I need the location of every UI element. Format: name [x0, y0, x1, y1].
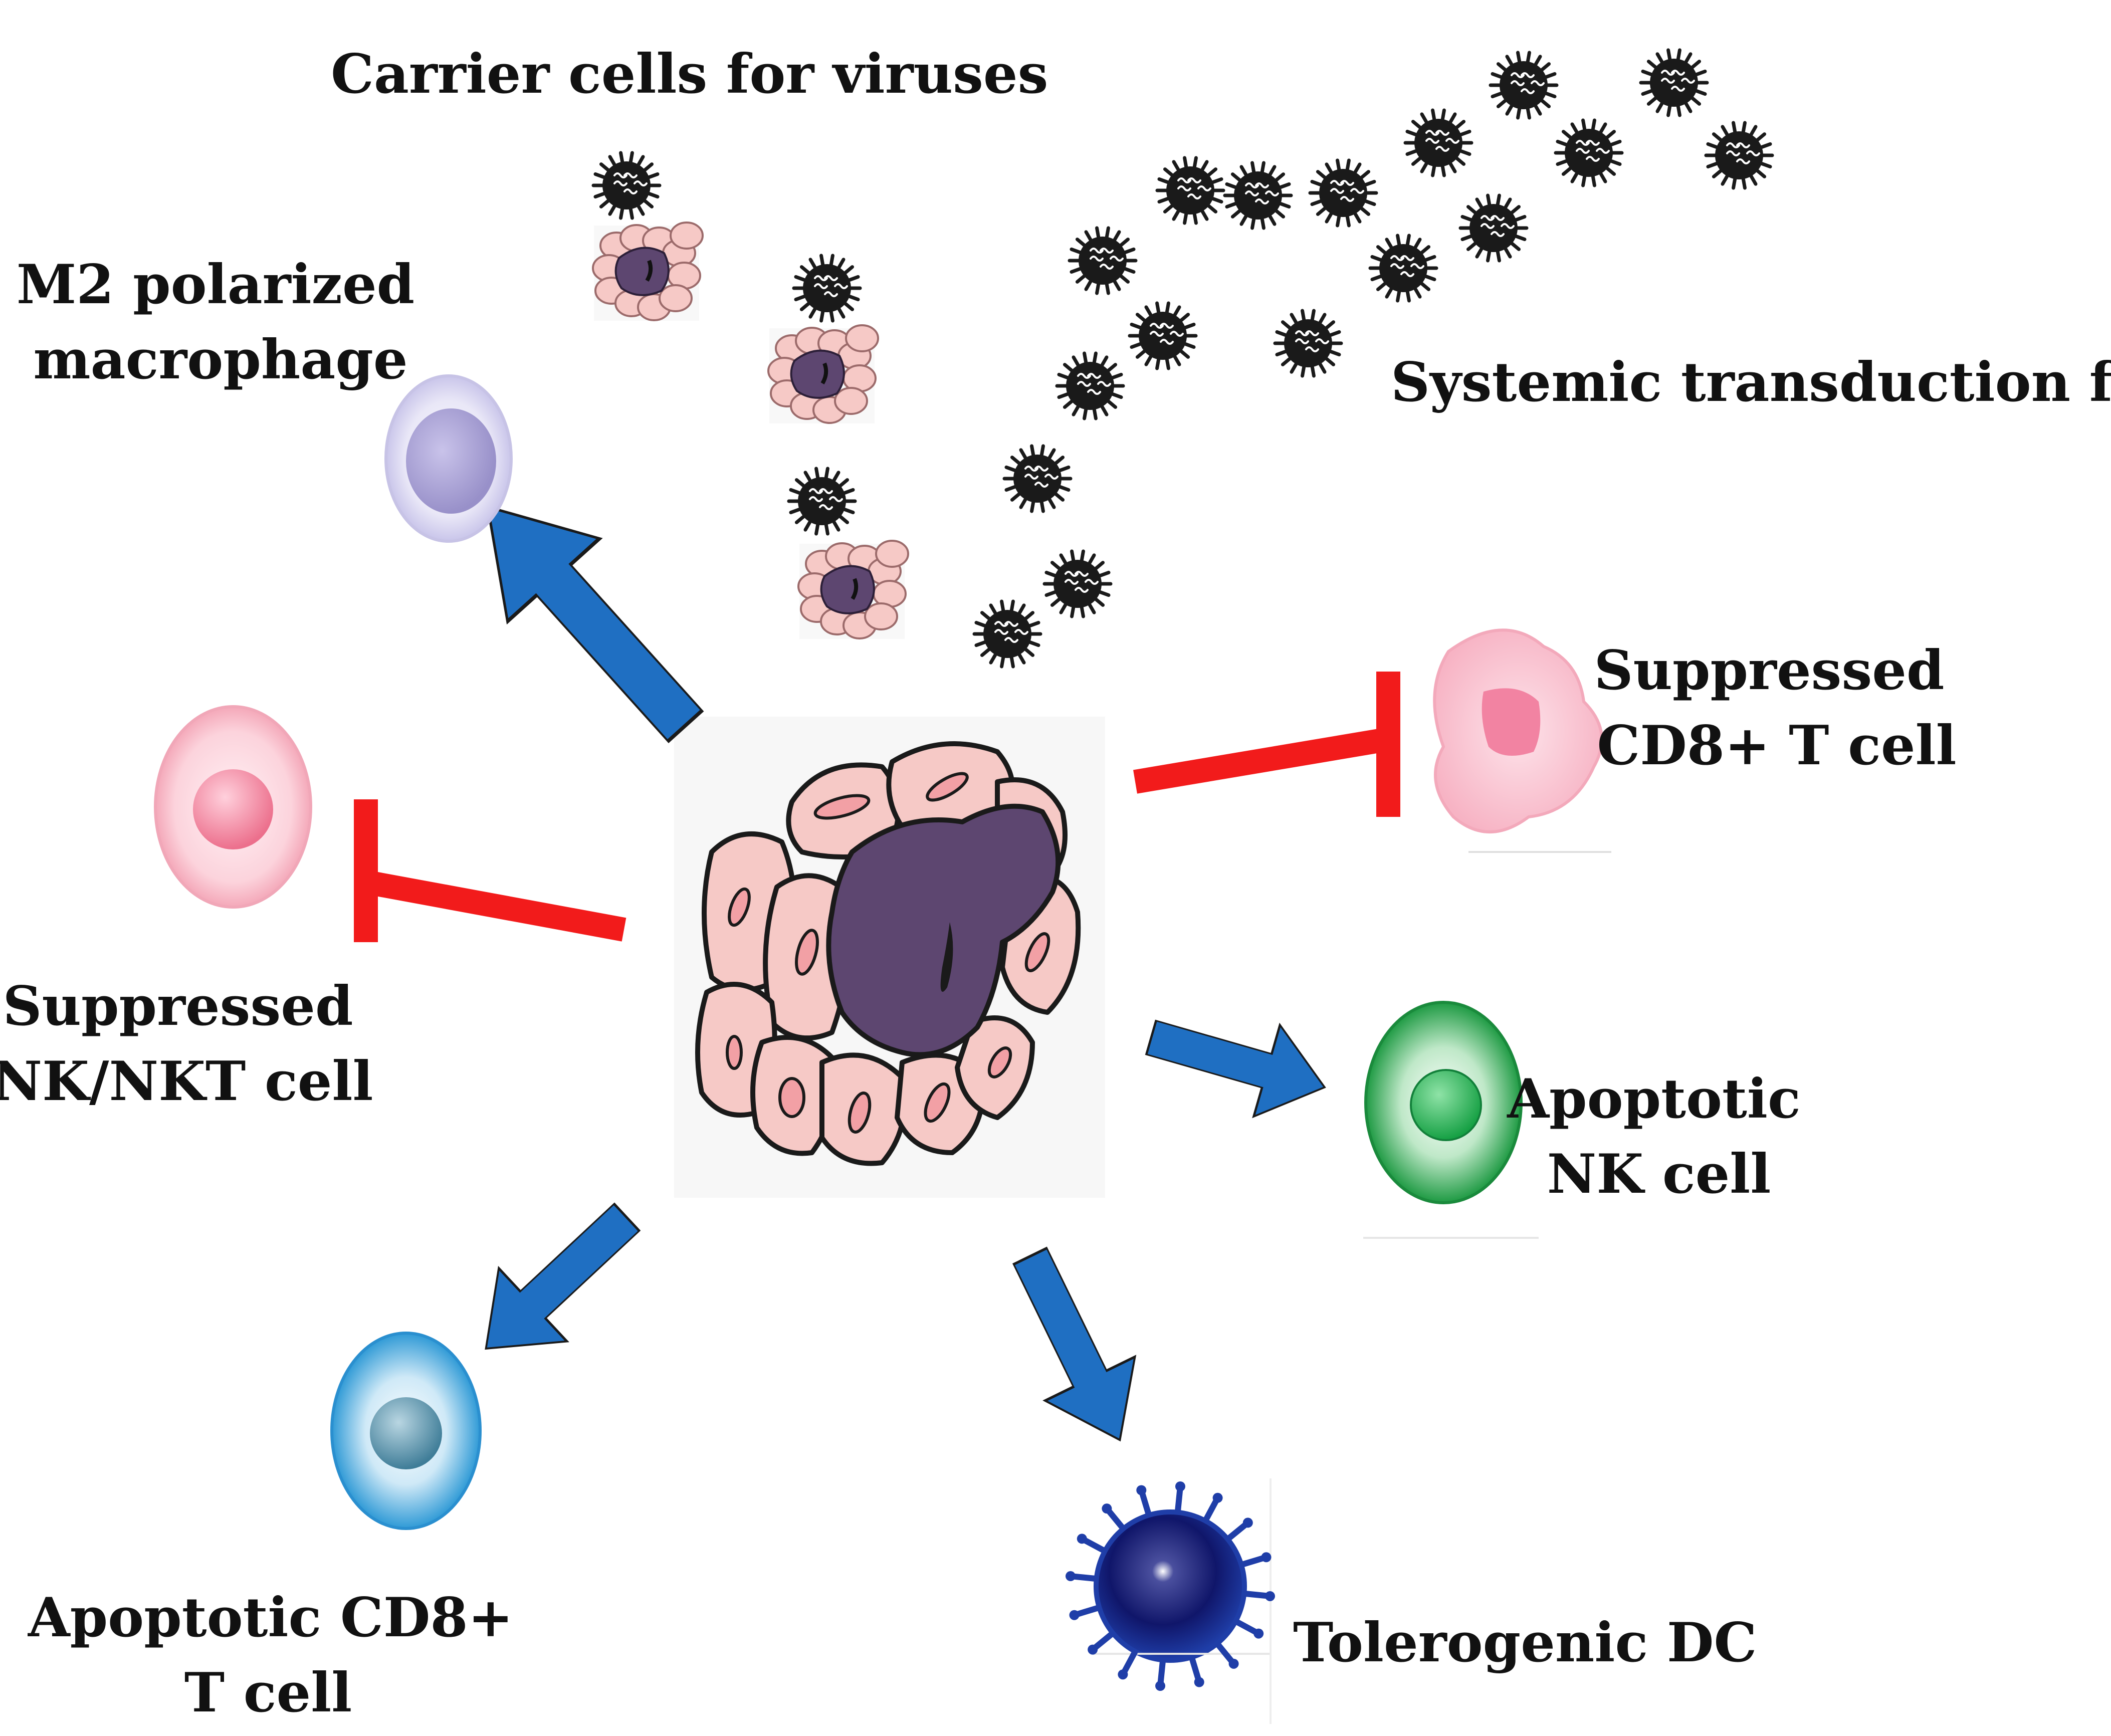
virus-icon: [1273, 309, 1343, 378]
label-nknkt-line1: Suppressed: [3, 975, 353, 1038]
label-m2-line2: macrophage: [33, 328, 407, 391]
virus-icon: [972, 599, 1042, 669]
carrier-cell-icon: [797, 540, 909, 639]
inhibit-symbols: [354, 672, 1400, 942]
m2-macrophage-cell: [384, 374, 513, 543]
virus-icon: [1489, 51, 1559, 120]
virus-icon: [792, 254, 862, 323]
label-apoptotic-nk-line2: NK cell: [1547, 1143, 1771, 1206]
arrow-to-m2-macrophage: [486, 505, 704, 743]
virus-icon: [1554, 118, 1624, 187]
promote-arrows: [485, 505, 1326, 1442]
arrow-to-apoptotic-nk-cell: [1145, 1019, 1326, 1119]
arrow-to-tolerogenic-dc: [1012, 1246, 1137, 1442]
label-carrier-cells: Carrier cells for viruses: [331, 43, 1048, 106]
virus-icon: [787, 467, 857, 536]
label-m2-line1: M2 polarized: [17, 253, 414, 316]
label-tolerogenic-dc: Tolerogenic DC: [1293, 1611, 1757, 1674]
inhibit-nk-nkt-cell: [354, 799, 626, 942]
virus-icon: [1458, 193, 1529, 263]
label-apoptotic-nk-line1: Apoptotic: [1507, 1067, 1800, 1131]
tolerogenic-dc-cell: [1065, 1478, 1276, 1724]
virus-icon: [591, 151, 662, 220]
inhibit-cd8-t-cell: [1133, 672, 1400, 817]
label-apoptotic-cd8-line2: T cell: [184, 1661, 352, 1724]
virus-icon: [1639, 48, 1709, 117]
virus-group: [591, 48, 1774, 669]
virus-icon: [1002, 444, 1073, 513]
arrow-to-apoptotic-cd8-t-cell: [485, 1202, 641, 1350]
tumor-cluster: [674, 717, 1105, 1198]
label-cd8-suppressed-line2: CD8+ T cell: [1597, 714, 1956, 777]
label-cd8-suppressed-line1: Suppressed: [1594, 639, 1945, 702]
virus-icon: [1368, 234, 1438, 303]
carrier-cell-group: [592, 222, 909, 639]
suppressed-cd8-t-cell: [1433, 628, 1611, 853]
label-apoptotic-cd8-line1: Apoptotic CD8+: [28, 1586, 513, 1649]
label-systemic-transduction: Systemic transduction for viruses: [1391, 351, 2111, 414]
apoptotic-cd8-t-cell: [330, 1332, 482, 1530]
virus-icon: [1128, 301, 1198, 370]
virus-icon: [1068, 226, 1138, 295]
virus-icon: [1155, 156, 1225, 225]
virus-icon: [1223, 161, 1293, 230]
virus-icon: [1308, 158, 1378, 228]
carrier-cell-icon: [767, 324, 879, 424]
apoptotic-nk-cell: [1363, 1001, 1539, 1239]
virus-icon: [1055, 351, 1125, 420]
virus-icon: [1042, 549, 1113, 618]
virus-icon: [1403, 108, 1473, 177]
label-nknkt-line2: NK/NKT cell: [0, 1050, 373, 1113]
suppressed-nk-nkt-cell: [154, 705, 312, 909]
labels: Carrier cells for viruses Systemic trans…: [0, 43, 2111, 1724]
virus-icon: [1704, 121, 1774, 190]
carrier-cell-icon: [592, 222, 704, 321]
